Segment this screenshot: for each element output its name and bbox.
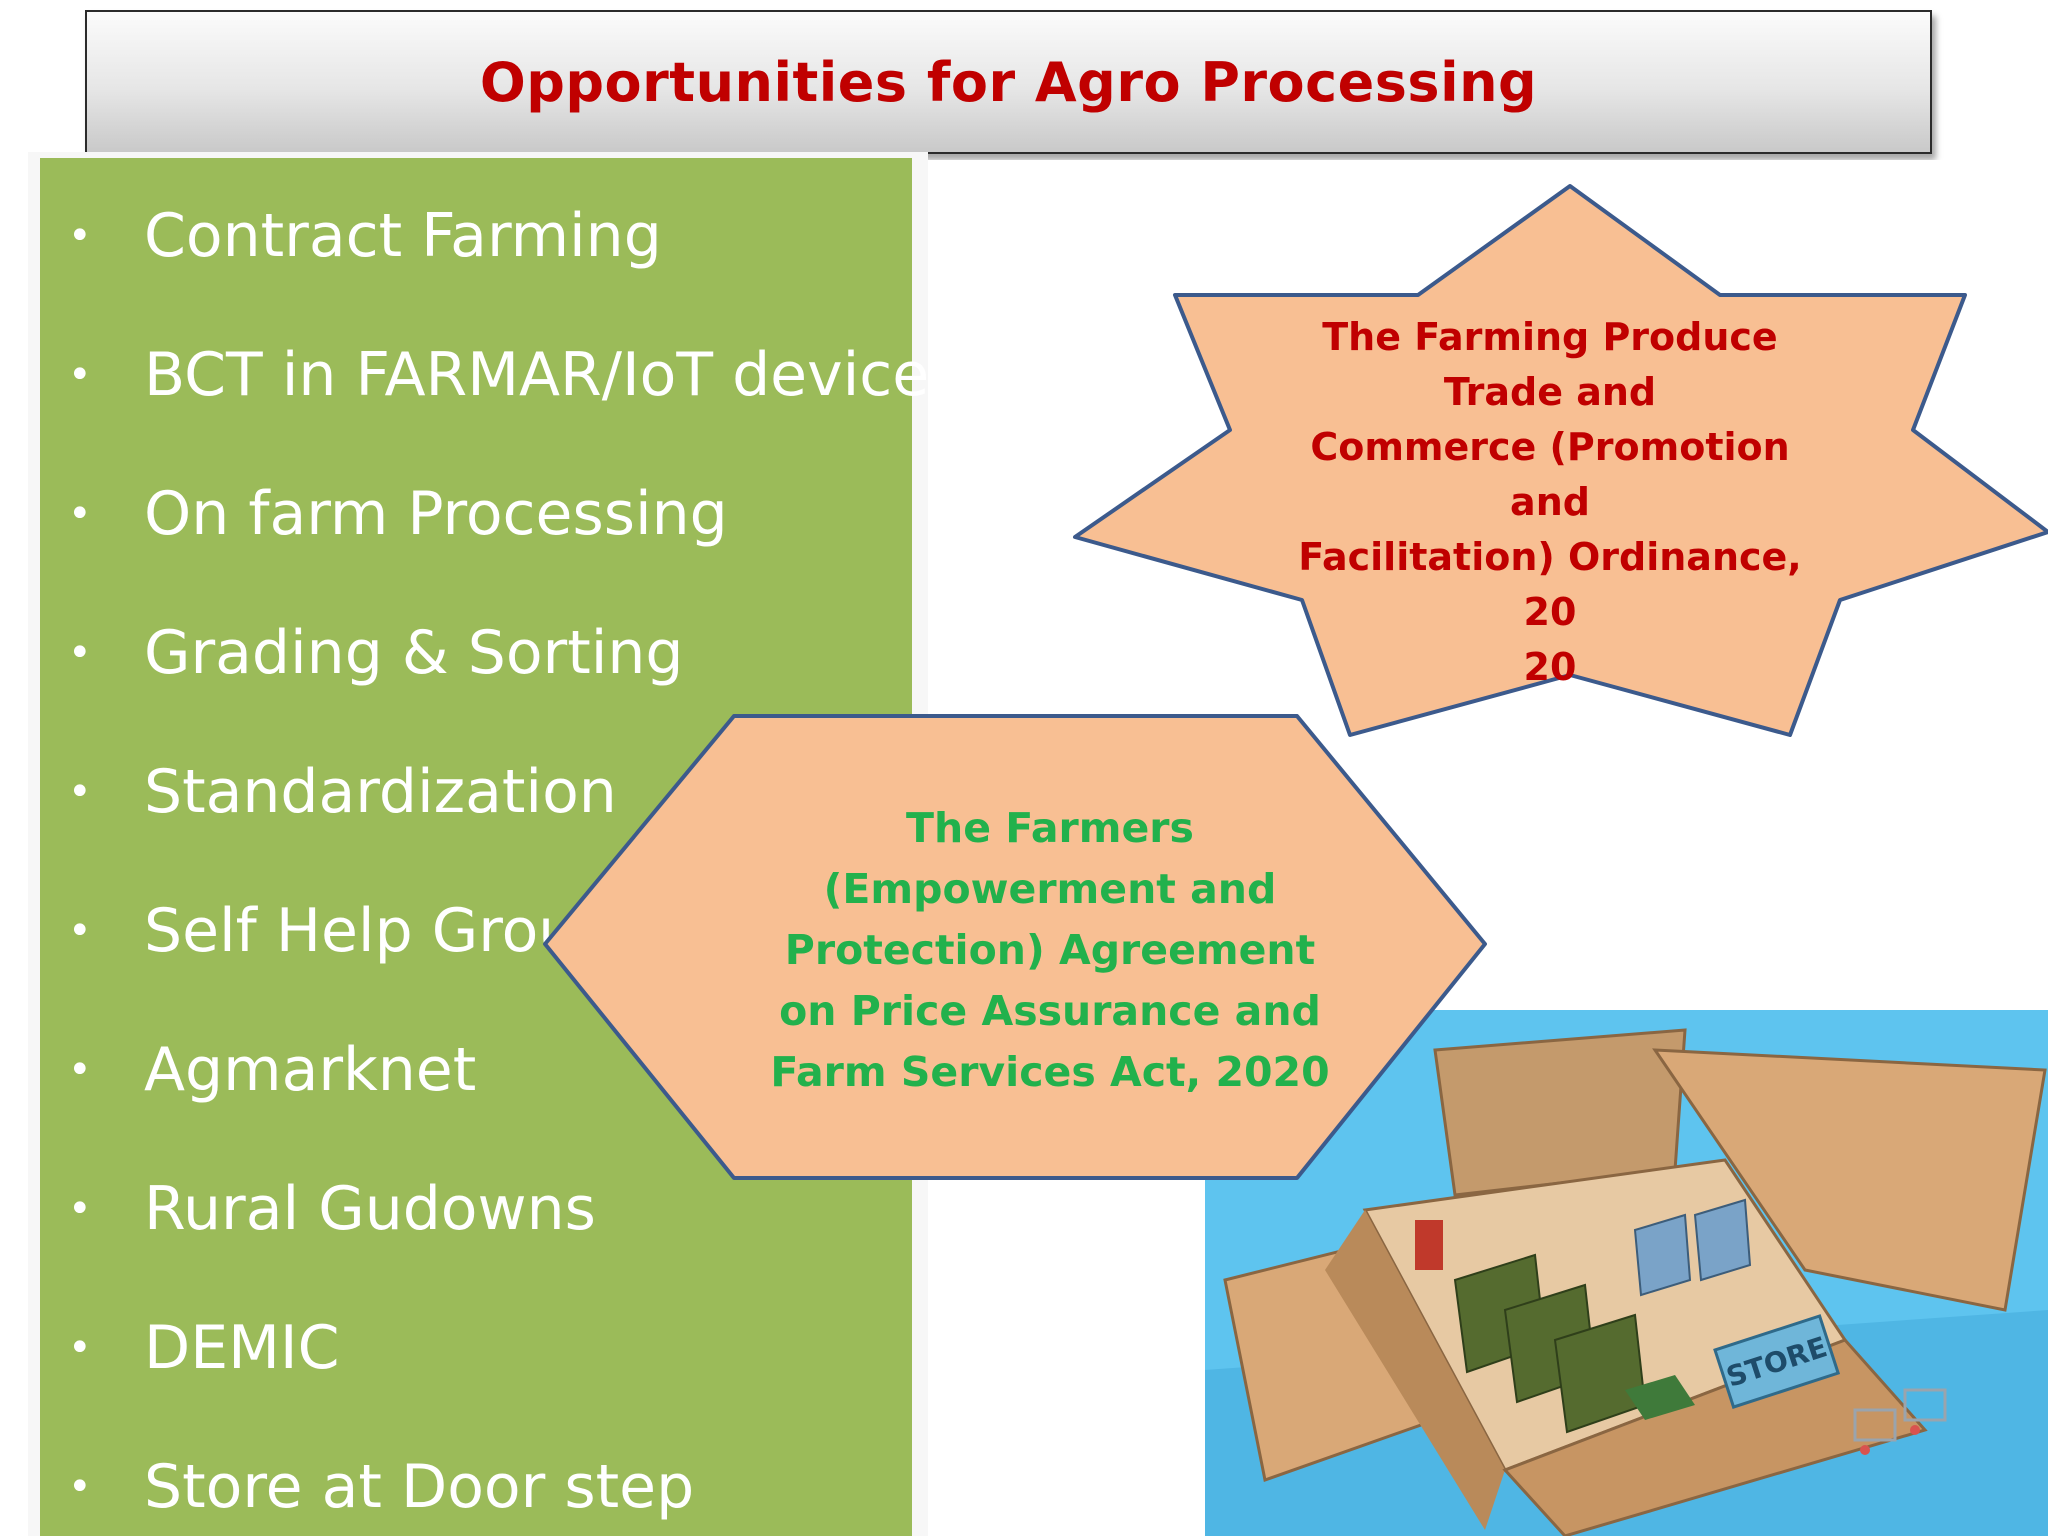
list-item-text: Contract Farming xyxy=(144,201,662,271)
bullet-icon: • xyxy=(68,491,92,537)
slide-title: Opportunities for Agro Processing xyxy=(479,50,1538,114)
list-item-text: DEMIC xyxy=(144,1313,340,1383)
list-item-text: Self Help Group xyxy=(144,896,615,966)
bullet-icon: • xyxy=(68,630,92,676)
farmers-act-text: The Farmers (Empowerment and Protection)… xyxy=(770,804,1330,1096)
list-item-text: Standardization xyxy=(144,757,617,827)
store-illustration-svg: STORE xyxy=(1205,1010,2048,1536)
bullet-icon: • xyxy=(68,1047,92,1093)
list-item-text: Grading & Sorting xyxy=(144,618,684,688)
list-item-text: Rural Gudowns xyxy=(144,1174,596,1244)
bullet-icon: • xyxy=(68,352,92,398)
bullet-icon: • xyxy=(68,1464,92,1510)
list-item-text: Agmarknet xyxy=(144,1035,477,1105)
bullet-icon: • xyxy=(68,769,92,815)
bullet-icon: • xyxy=(68,213,92,259)
store-box-illustration: STORE xyxy=(1205,1010,2048,1536)
hexagon-shape xyxy=(543,714,1487,1180)
star-shape xyxy=(1073,184,2048,737)
list-item-text: BCT in FARMAR/IoT devices xyxy=(144,340,961,410)
list-item-text: On farm Processing xyxy=(144,479,728,549)
bullet-icon: • xyxy=(68,1186,92,1232)
bullet-icon: • xyxy=(68,1325,92,1371)
ordinance-star-callout: The Farming Produce Trade and Commerce (… xyxy=(1060,180,2048,760)
farmers-act-hexagon-callout: The Farmers (Empowerment and Protection)… xyxy=(540,712,1490,1182)
ordinance-text: The Farming Produce Trade and Commerce (… xyxy=(1298,315,1802,689)
bullet-icon: • xyxy=(68,908,92,954)
title-bar: Opportunities for Agro Processing xyxy=(85,10,1932,154)
list-item-text: Store at Door step xyxy=(144,1452,695,1522)
